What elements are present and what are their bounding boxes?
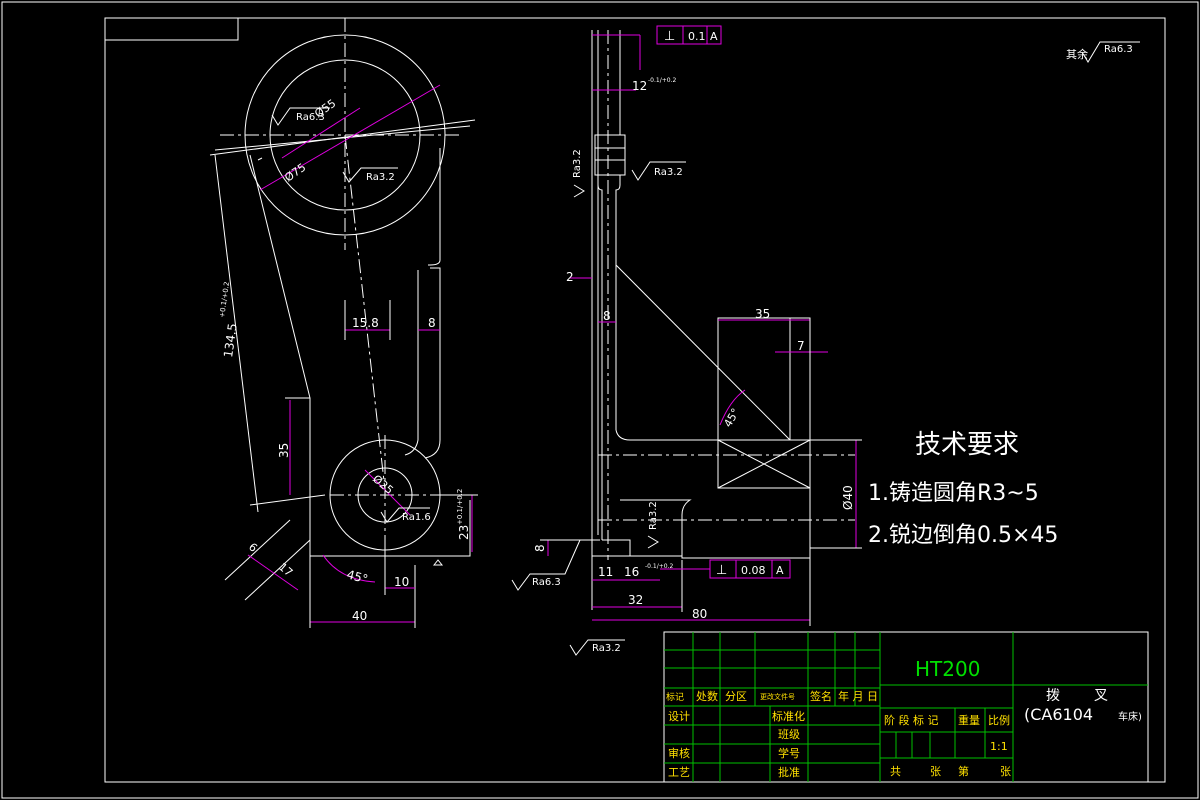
- header-cell: 标记: [666, 691, 684, 703]
- dim-label: 35: [277, 443, 291, 458]
- dim-label: 45°: [345, 567, 369, 586]
- dim-label: 6: [246, 540, 260, 554]
- scale-label: 比例: [988, 713, 1010, 727]
- dim-label: 15.8: [352, 316, 379, 330]
- row-label: 审核: [668, 746, 690, 760]
- roughness-symbols: [271, 41, 1140, 656]
- dim-label: +0.1/+0.2: [218, 281, 231, 318]
- dim-label: 11: [598, 565, 613, 579]
- header-cell: 签名: [810, 689, 832, 703]
- ra-label: Ra3.2: [366, 172, 395, 183]
- row-label: 学号: [778, 746, 800, 760]
- row-label: 工艺: [668, 766, 690, 779]
- tolerance-datum: A: [776, 564, 784, 577]
- tolerance-value: 0.08: [741, 564, 766, 577]
- weight-label: 重量: [958, 713, 980, 727]
- dim-label: 134.5: [221, 322, 240, 358]
- top-left-label-box: [105, 18, 239, 41]
- sheet-count: 共: [890, 765, 901, 778]
- dim-label: 2: [566, 270, 574, 284]
- dim-label: Ø55: [312, 97, 338, 121]
- notes-title: 技术要求: [915, 430, 1019, 460]
- part-name: 拨: [1046, 688, 1060, 704]
- notes-line-1: 1.铸造圆角R3~5: [868, 481, 1039, 506]
- dim-label: -0.1/+0.2: [648, 77, 676, 84]
- header-cell: 处数: [696, 690, 718, 703]
- sheet-count: 张: [930, 765, 941, 778]
- scale-value: 1:1: [990, 740, 1008, 753]
- dim-label: 32: [628, 593, 643, 607]
- row-label: 班级: [778, 728, 800, 741]
- ra-label: Ra6.3: [296, 112, 325, 123]
- part-name: 叉: [1094, 688, 1108, 704]
- dim-label: 12: [632, 79, 647, 93]
- dim-label: 16: [624, 565, 639, 579]
- machine-text: (CA6104: [1024, 705, 1093, 724]
- sheet-border: [104, 17, 1166, 783]
- dim-label: 35: [755, 307, 770, 321]
- sheet-count: 第: [958, 764, 969, 778]
- dim-label: 23: [457, 525, 471, 540]
- dim-label: 8: [533, 544, 547, 552]
- dim-label: Ø25: [370, 472, 396, 497]
- ra-label: Ra3.2: [592, 643, 621, 654]
- machine-suffix: 车床): [1118, 710, 1142, 723]
- dim-label: 45°: [721, 406, 742, 429]
- header-cell: 年 月 日: [838, 689, 878, 703]
- corner-roughness-value: Ra6.3: [1104, 44, 1133, 55]
- dim-label: Ø40: [841, 485, 855, 510]
- sheet-count: 张: [1000, 765, 1011, 778]
- left-view: [209, 18, 478, 628]
- dim-label: 10: [394, 575, 409, 589]
- dim-label: 40: [352, 609, 367, 623]
- title-block: [663, 631, 1149, 783]
- dim-label: +0.1/+0.2: [456, 489, 464, 525]
- corner-roughness-label: 其余: [1066, 47, 1088, 61]
- ra-label: Ra3.2: [572, 149, 583, 178]
- header-cell: 分区: [725, 690, 747, 703]
- tolerance-symbol: ⊥: [716, 563, 727, 578]
- tolerance-datum: A: [710, 30, 718, 43]
- ra-label: Ra1.6: [402, 512, 431, 523]
- row-label: 批准: [778, 765, 800, 779]
- dim-label: 7: [797, 339, 805, 353]
- row-label: 标准化: [772, 709, 805, 723]
- ra-label: Ra6.3: [532, 577, 561, 588]
- dim-label: 8: [428, 316, 436, 330]
- dim-label: -0.1/+0.2: [645, 563, 673, 570]
- material-text: HT200: [915, 657, 980, 681]
- tolerance-value: 0.1: [688, 30, 706, 43]
- right-view: [540, 25, 862, 626]
- stage-label: 阶 段 标 记: [884, 713, 939, 727]
- ra-label: Ra3.2: [648, 501, 659, 530]
- ra-label: Ra3.2: [654, 167, 683, 178]
- notes-line-2: 2.锐边倒角0.5×45: [868, 523, 1058, 548]
- dim-label: 80: [692, 607, 707, 621]
- dim-label: 8: [603, 309, 611, 323]
- header-cell: 更改文件号: [760, 692, 795, 701]
- tolerance-symbol: ⊥: [664, 29, 675, 44]
- row-label: 设计: [668, 710, 690, 723]
